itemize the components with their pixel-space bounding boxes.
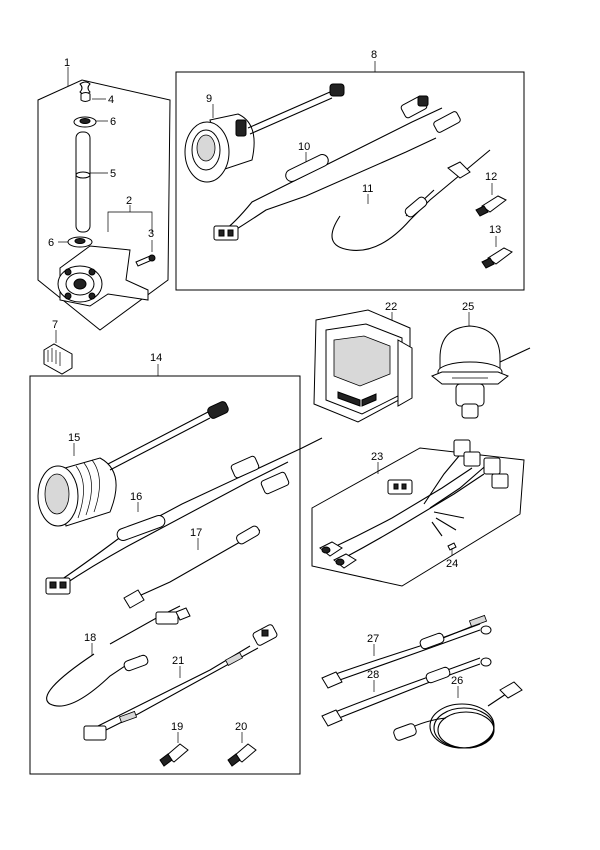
callout-28: 28 bbox=[367, 669, 379, 681]
callout-14: 14 bbox=[150, 352, 162, 364]
part-6-clamp-lower bbox=[67, 236, 93, 248]
group-23-frame bbox=[311, 447, 525, 587]
callout-20: 20 bbox=[235, 721, 247, 733]
part-16-harness bbox=[45, 437, 323, 595]
callout-4: 4 bbox=[108, 94, 114, 106]
callout-25: 25 bbox=[462, 301, 474, 313]
part-6-clamp-upper bbox=[73, 116, 97, 128]
part-17-cable bbox=[123, 525, 261, 609]
group-8-frame bbox=[175, 71, 525, 291]
part-27-cable bbox=[321, 614, 492, 689]
part-11-cable bbox=[331, 149, 491, 251]
part-22-display-unit: 22 bbox=[313, 301, 413, 423]
part-21-harness bbox=[83, 624, 278, 741]
callout-18: 18 bbox=[84, 632, 96, 644]
callout-15: 15 bbox=[68, 432, 80, 444]
callout-7: 7 bbox=[52, 319, 58, 331]
group-14-meter-kit: 14 15 16 bbox=[29, 352, 323, 775]
part-25-antenna: 25 bbox=[431, 301, 531, 419]
group-14-frame bbox=[29, 375, 301, 775]
callout-26: 26 bbox=[451, 675, 463, 687]
callout-1: 1 bbox=[64, 57, 70, 69]
callout-21: 21 bbox=[172, 655, 184, 667]
part-12-connector bbox=[475, 195, 507, 217]
callout-16: 16 bbox=[130, 491, 142, 503]
callout-6-upper: 6 bbox=[110, 116, 116, 128]
callout-22: 22 bbox=[385, 301, 397, 313]
part-19-connector bbox=[159, 743, 189, 767]
part-24-screw: 24 bbox=[446, 542, 458, 570]
callout-13: 13 bbox=[489, 224, 501, 236]
group-1-frame bbox=[37, 79, 171, 331]
callout-23: 23 bbox=[371, 451, 383, 463]
part-9-meter bbox=[184, 83, 345, 183]
callout-10: 10 bbox=[298, 141, 310, 153]
callout-24: 24 bbox=[446, 558, 458, 570]
part-3-screw bbox=[135, 254, 156, 267]
callout-8: 8 bbox=[371, 49, 377, 61]
callout-9: 9 bbox=[206, 93, 212, 105]
part-13-connector bbox=[481, 247, 513, 269]
part-5-tube bbox=[75, 131, 91, 233]
part-20-connector bbox=[227, 743, 257, 767]
group-1-mount-kit: 1 4 6 5 6 2 bbox=[37, 57, 171, 331]
callout-6-lower: 6 bbox=[48, 237, 54, 249]
callout-11: 11 bbox=[362, 183, 373, 195]
callout-19: 19 bbox=[171, 721, 183, 733]
part-18-cable bbox=[46, 605, 191, 707]
group-23-harness: 23 bbox=[311, 439, 525, 587]
part-2-meter-bracket bbox=[57, 245, 149, 307]
callout-5: 5 bbox=[110, 168, 116, 180]
callout-17: 17 bbox=[190, 527, 202, 539]
part-10-harness bbox=[213, 95, 461, 241]
part-26-extension-cable bbox=[393, 681, 523, 749]
part-28-cable bbox=[321, 657, 492, 727]
part-7-fitting: 7 bbox=[43, 319, 73, 375]
callout-2: 2 bbox=[126, 195, 132, 207]
callout-3: 3 bbox=[148, 228, 154, 240]
callout-12: 12 bbox=[485, 171, 497, 183]
part-15-meter bbox=[37, 401, 229, 527]
part-4-clip bbox=[79, 81, 91, 102]
callout-27: 27 bbox=[367, 633, 379, 645]
group-8-meter-kit: 8 9 10 bbox=[175, 49, 525, 291]
